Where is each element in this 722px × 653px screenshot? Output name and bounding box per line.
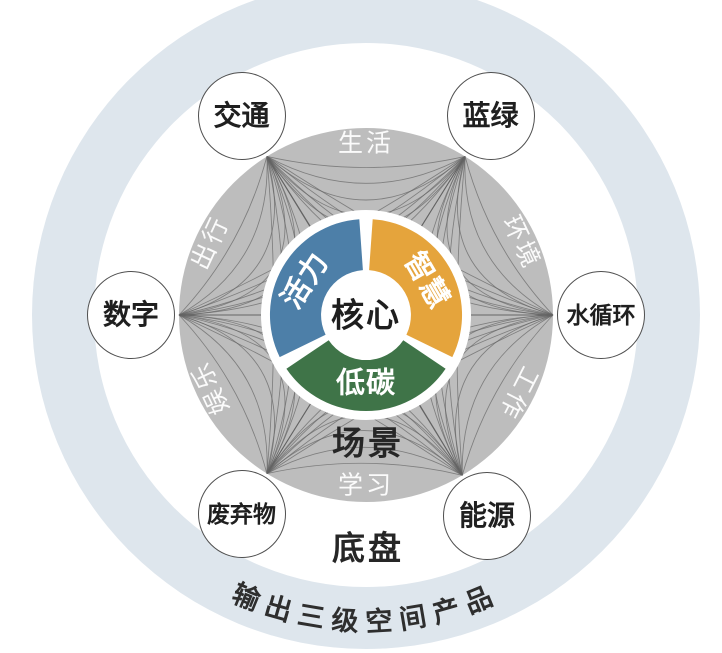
core-segment-vitality	[269, 219, 363, 358]
product-label-energy: 能源	[458, 500, 515, 532]
product-circle-digital: 数字	[87, 271, 175, 359]
core-label: 核心	[331, 296, 401, 334]
network-curve	[266, 446, 463, 476]
network-curve	[266, 430, 463, 476]
core-ring	[269, 219, 463, 412]
product-label-blue-green: 蓝绿	[462, 99, 519, 131]
network-curve	[178, 314, 268, 474]
network-curve	[178, 156, 268, 316]
product-label-digital: 数字	[102, 299, 159, 330]
network-curve	[266, 155, 466, 168]
product-circle-blue-green: 蓝绿	[446, 71, 535, 160]
network-curve	[461, 314, 554, 476]
scene-zone-label: 场景	[332, 424, 404, 462]
product-circle-waste: 废弃物	[197, 470, 286, 559]
network-curve	[266, 462, 463, 476]
product-circle-transport: 交通	[197, 71, 286, 160]
scene-label-life: 生活	[337, 129, 395, 158]
network-curve	[178, 314, 268, 474]
network-curve	[461, 314, 554, 476]
core-segment-label-low-carbon: 低碳	[335, 367, 397, 400]
product-label-water-cycle: 水循环	[566, 301, 636, 328]
core-segment-low-carbon	[286, 340, 446, 412]
network-curve	[266, 156, 466, 184]
network-curve	[266, 156, 466, 201]
network-curve	[178, 156, 268, 316]
core-segment-wisdom	[369, 219, 463, 358]
network-curve	[455, 314, 554, 476]
product-label-transport: 交通	[213, 99, 270, 131]
network-curve	[464, 156, 554, 316]
product-circle-water-cycle: 水循环	[557, 271, 645, 359]
scene-label-study: 学习	[337, 471, 395, 500]
base-zone-label: 底盘	[332, 529, 404, 567]
product-circle-energy: 能源	[443, 472, 531, 561]
network-curve	[464, 156, 554, 316]
product-label-waste: 废弃物	[207, 500, 276, 527]
